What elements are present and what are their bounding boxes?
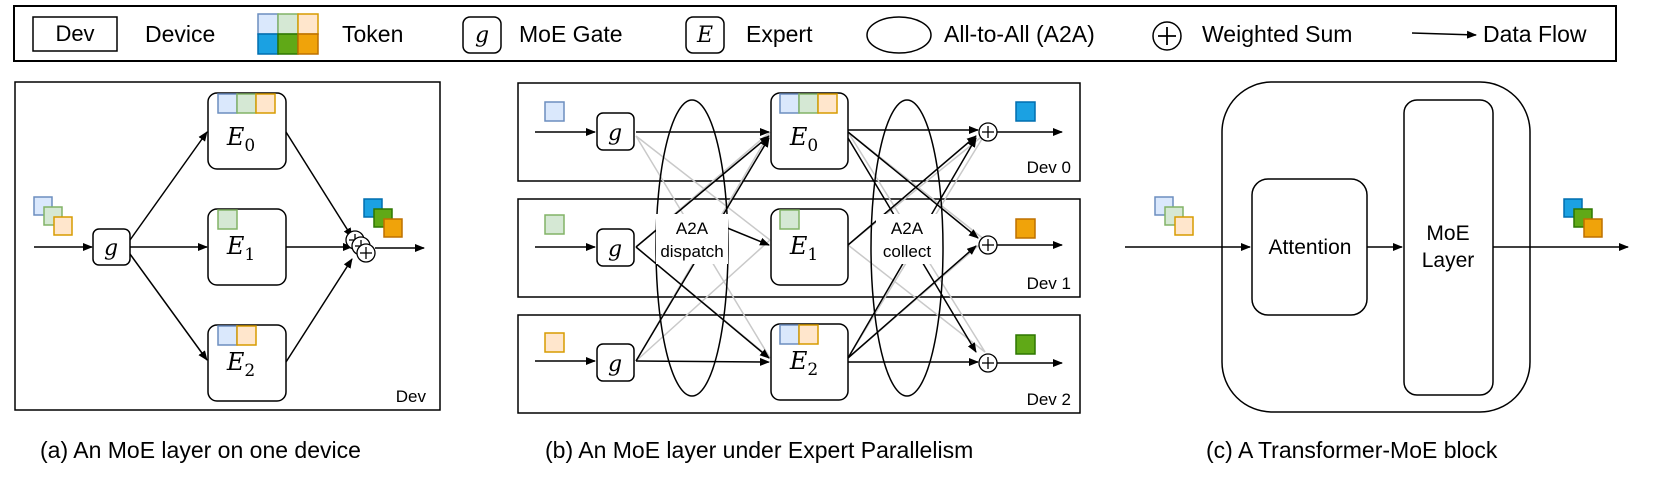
legend-moe-gate-label: MoE Gate bbox=[519, 21, 623, 47]
legend-expert-icon bbox=[685, 16, 725, 54]
legend-device-box bbox=[32, 16, 118, 52]
panel-b-output-token-0 bbox=[1015, 101, 1036, 122]
panel-b-collect-arrows bbox=[847, 126, 979, 366]
panel-b-expert-1-label: E1 bbox=[789, 232, 818, 265]
panel-c-output-tokens bbox=[1563, 198, 1603, 238]
panel-b-gate-0 bbox=[596, 112, 635, 151]
legend-dev-box-label: Dev bbox=[55, 21, 94, 46]
panel-a-expert-2-label: E2 bbox=[226, 348, 255, 381]
panel-b-dispatch-label-1: A2A bbox=[676, 219, 709, 238]
legend-token-icon bbox=[257, 13, 319, 55]
legend-a2a-icon bbox=[866, 16, 932, 54]
legend-gate-symbol: g bbox=[475, 23, 489, 48]
panel-b: Dev 0 Dev 1 Dev 2 g g bbox=[517, 82, 1081, 463]
panel-b-device-0-label: Dev 0 bbox=[1027, 158, 1071, 177]
panel-c: Attention MoE Layer (c) A Transformer-Mo… bbox=[1125, 81, 1629, 463]
panel-a-device-label: Dev bbox=[396, 387, 427, 406]
panel-b-device-2-label: Dev 2 bbox=[1027, 390, 1071, 409]
panel-b-weighted-sum-0 bbox=[978, 122, 998, 142]
panel-a-output-tokens bbox=[363, 198, 403, 238]
legend-token-label: Token bbox=[342, 21, 403, 47]
panel-b-collect-label-1: A2A bbox=[891, 219, 924, 238]
panel-b-device-1-label: Dev 1 bbox=[1027, 274, 1071, 293]
legend-a2a-label: All-to-All (A2A) bbox=[944, 21, 1095, 47]
panel-b-input-token-0 bbox=[544, 101, 565, 122]
panel-b-gate-1-symbol: g bbox=[608, 237, 622, 262]
panel-b-gate-2-symbol: g bbox=[608, 352, 622, 377]
legend-weighted-sum-icon bbox=[1152, 21, 1182, 51]
panel-b-output-token-1 bbox=[1015, 218, 1036, 239]
legend-arrow-icon bbox=[1411, 30, 1477, 39]
panel-b-weighted-sum-1 bbox=[978, 235, 998, 255]
panel-b-input-token-2 bbox=[544, 332, 565, 353]
panel-c-moe-label-1: MoE bbox=[1426, 222, 1469, 245]
panel-b-gate-2 bbox=[596, 343, 635, 382]
panel-b-output-token-2 bbox=[1015, 334, 1036, 355]
panel-c-caption: (c) A Transformer-MoE block bbox=[1206, 437, 1498, 463]
panel-b-collect-label-bg bbox=[876, 214, 938, 264]
panel-b-expert-2-label: E2 bbox=[789, 347, 818, 380]
panel-c-moe-label-2: Layer bbox=[1422, 249, 1475, 272]
panel-b-input-token-1 bbox=[544, 214, 565, 235]
panel-a-expert-1-label: E1 bbox=[226, 232, 255, 265]
panel-b-collect-label-2: collect bbox=[883, 242, 931, 261]
panel-b-gate-0-symbol: g bbox=[608, 121, 622, 146]
panel-a-expert-0-label: E0 bbox=[226, 123, 255, 156]
legend-device-label: Device bbox=[145, 21, 215, 47]
panel-b-weighted-sum-2 bbox=[978, 353, 998, 373]
panel-b-dispatch-label-2: dispatch bbox=[660, 242, 723, 261]
panel-c-moe-layer-box bbox=[1403, 99, 1494, 396]
panel-c-attention-label: Attention bbox=[1269, 236, 1352, 259]
legend-expert-symbol: E bbox=[696, 23, 713, 48]
panel-a-gate-symbol: g bbox=[104, 236, 118, 261]
panel-c-input-tokens bbox=[1154, 196, 1194, 236]
legend-data-flow-label: Data Flow bbox=[1483, 21, 1587, 47]
legend: Dev Device Token g MoE Gate E Expert All… bbox=[13, 5, 1617, 62]
panel-a-weighted-sum bbox=[345, 230, 376, 263]
panel-a: Dev g E0 E1 E2 bbox=[14, 81, 441, 463]
panel-b-dispatch-label-bg bbox=[656, 214, 728, 264]
panel-b-a2a-collect bbox=[870, 99, 944, 397]
legend-gate-icon bbox=[462, 16, 502, 54]
legend-expert-label: Expert bbox=[746, 21, 813, 47]
panel-b-caption: (b) An MoE layer under Expert Parallelis… bbox=[545, 437, 973, 463]
panel-b-expert-0-label: E0 bbox=[789, 123, 818, 156]
panel-a-caption: (a) An MoE layer on one device bbox=[40, 437, 361, 463]
legend-weighted-sum-label: Weighted Sum bbox=[1202, 21, 1352, 47]
panel-a-input-tokens bbox=[33, 196, 73, 236]
panel-b-gate-1 bbox=[596, 228, 635, 267]
